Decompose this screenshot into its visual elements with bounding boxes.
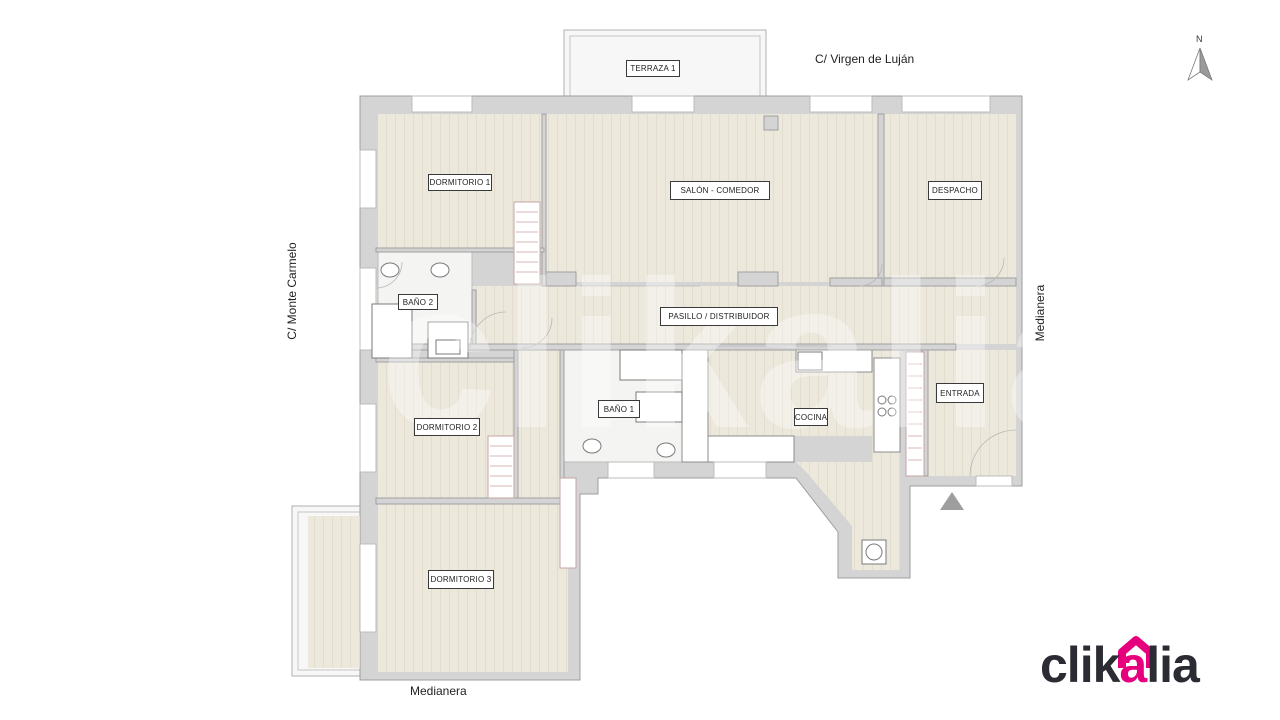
brand-house-icon (1118, 636, 1154, 668)
room-label-dormitorio-1: DORMITORIO 1 (428, 174, 492, 191)
room-label-dormitorio-3: DORMITORIO 3 (428, 570, 494, 589)
street-label-bottom: Medianera (410, 684, 467, 698)
inner-walls (375, 113, 1017, 505)
room-label-salon-comedor: SALÓN - COMEDOR (670, 181, 770, 200)
room-label-bano-1: BAÑO 1 (598, 400, 640, 418)
brand-accent: a (1119, 637, 1147, 693)
bathroom-fixtures (371, 262, 683, 458)
street-label-right: Medianera (1033, 284, 1047, 342)
north-label: N (1196, 34, 1203, 44)
street-label-top: C/ Virgen de Luján (815, 52, 915, 66)
room-label-pasillo-distribuidor: PASILLO / DISTRIBUIDOR (660, 307, 778, 326)
north-arrow-icon (1187, 47, 1213, 82)
brand-prefix: clik (1040, 637, 1120, 693)
wardrobe-hatching (490, 211, 922, 487)
street-label-left: C/ Monte Carmelo (285, 242, 299, 340)
room-label-entrada: ENTRADA (936, 383, 984, 403)
room-label-terraza-1: TERRAZA 1 (626, 60, 680, 77)
windows (359, 95, 1013, 633)
room-label-cocina: COCINA (794, 408, 828, 426)
room-label-bano-2: BAÑO 2 (398, 294, 438, 310)
kitchen-appliances (797, 351, 897, 565)
door-swings (375, 257, 1017, 477)
room-label-dormitorio-2: DORMITORIO 2 (414, 418, 480, 436)
brand-suffix: lia (1146, 637, 1200, 693)
wardrobes (487, 201, 925, 569)
room-label-despacho: DESPACHO (928, 181, 982, 200)
brand-logo: clikalia (1040, 637, 1200, 693)
entrance-arrow-icon (940, 492, 964, 510)
